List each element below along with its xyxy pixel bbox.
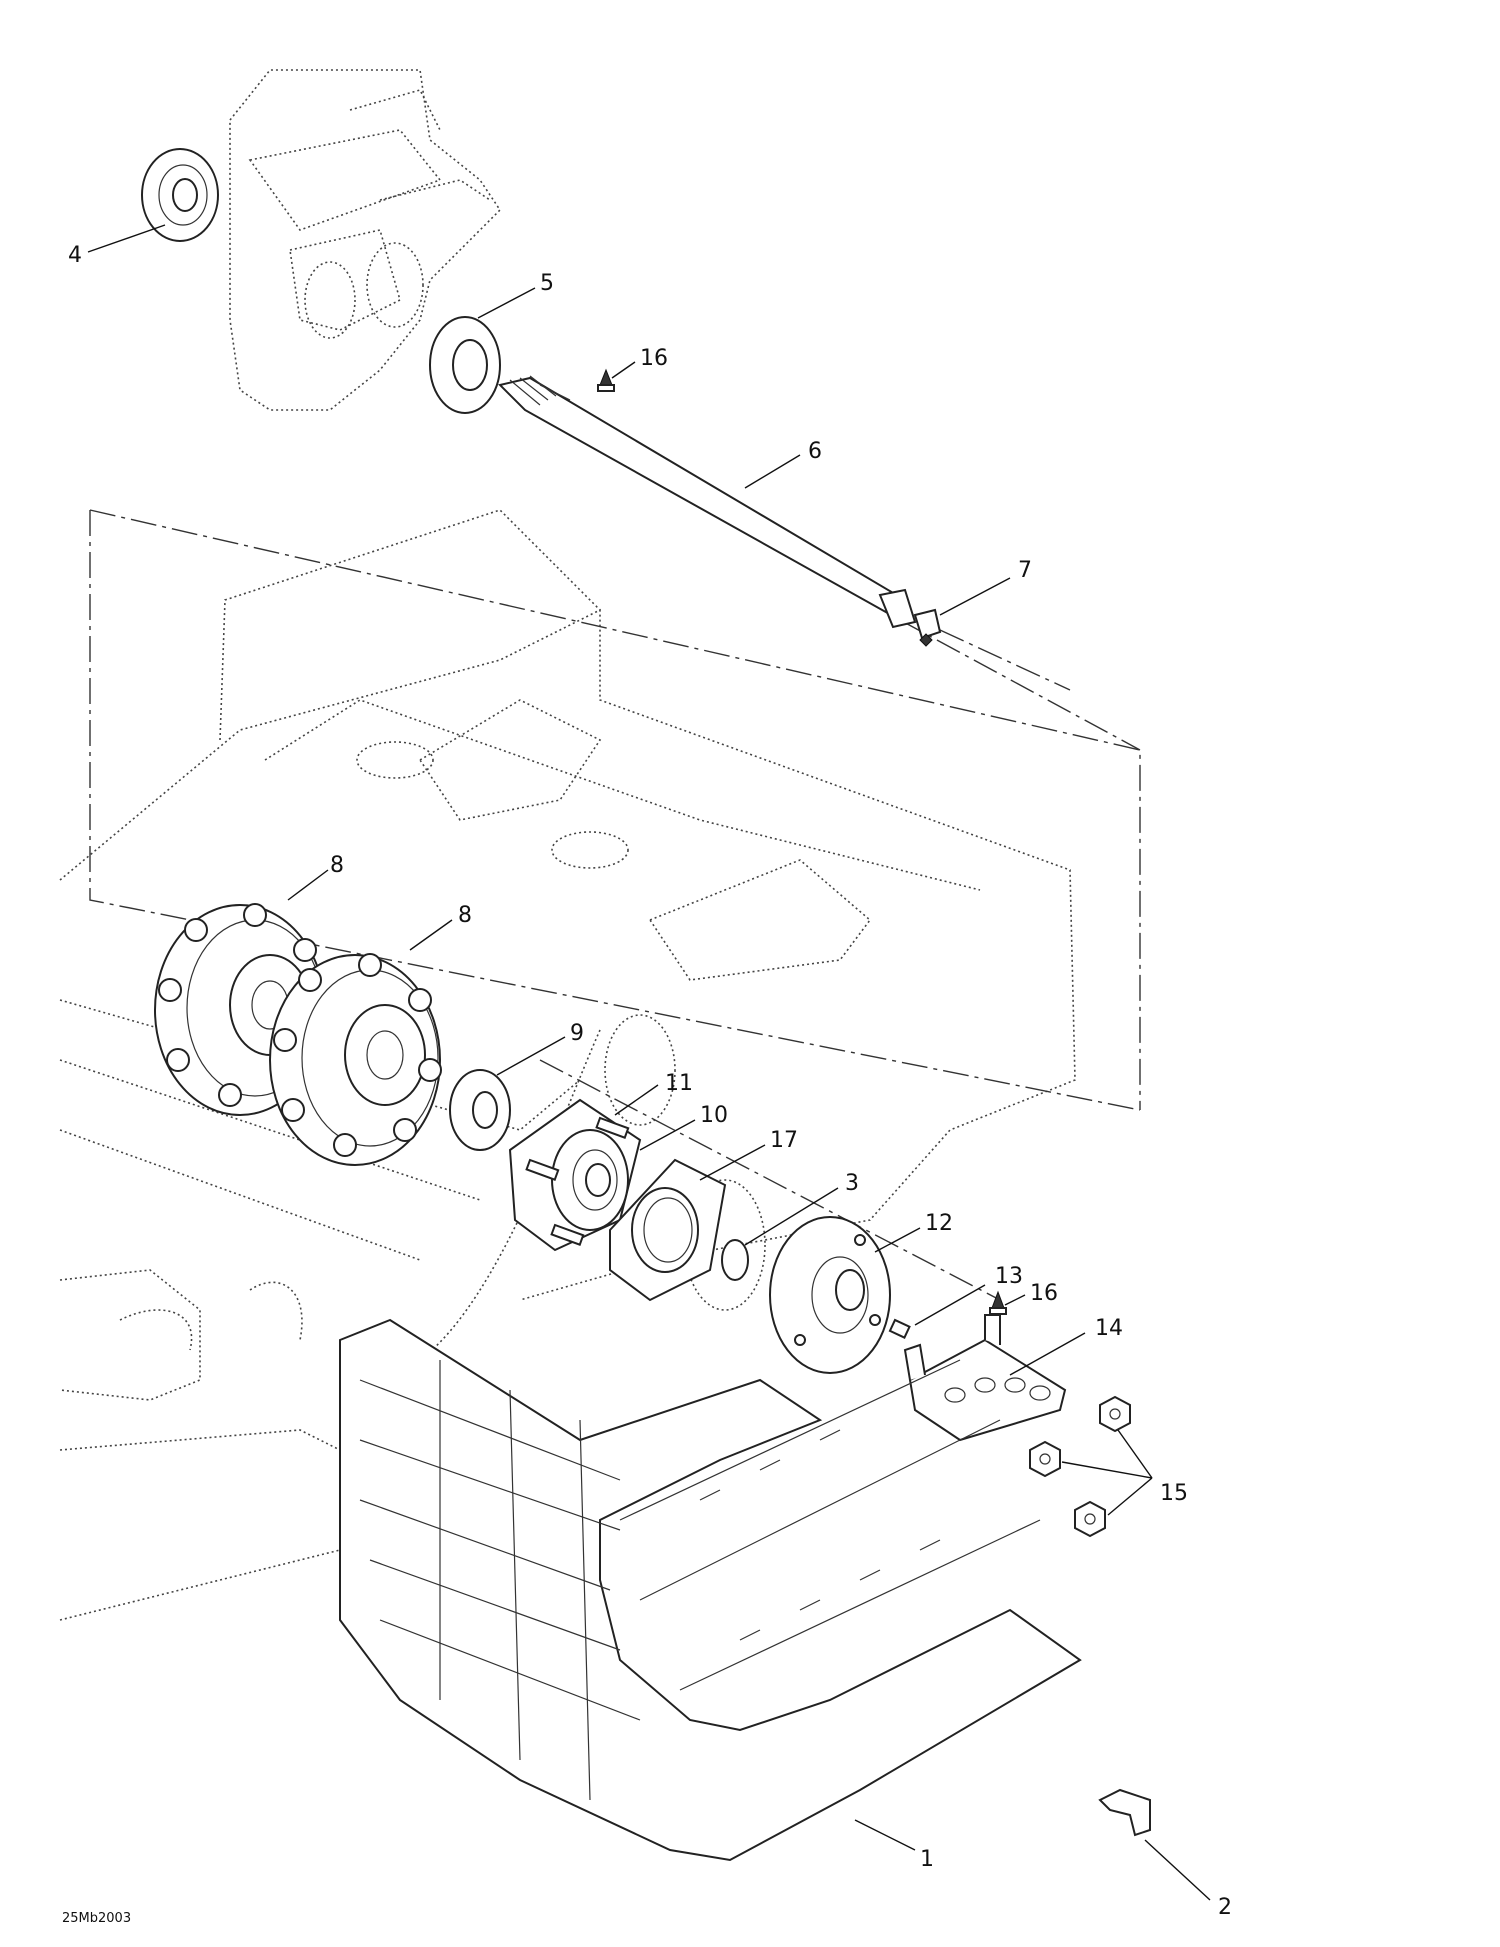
callout-labels: 4 5 16 6 7 8 8 9 11 10 17 3 12 13 16 14 …	[68, 243, 1232, 1920]
callout-14: 14	[1095, 1316, 1123, 1341]
callout-16-lower: 16	[1030, 1281, 1058, 1306]
callout-17: 17	[770, 1128, 798, 1153]
chaincase-housing	[229, 69, 502, 411]
callout-5: 5	[540, 271, 554, 296]
callout-3: 3	[845, 1171, 859, 1196]
callout-11: 11	[665, 1071, 693, 1096]
sprocket-part-8-right	[269, 953, 442, 1166]
circlip-part-3	[721, 1239, 749, 1281]
callout-12: 12	[925, 1211, 953, 1236]
spacer-part-9	[449, 1069, 511, 1151]
hub-cap-part-12	[769, 1216, 891, 1374]
callout-16-top: 16	[640, 346, 668, 371]
callout-9: 9	[570, 1021, 584, 1046]
callout-15: 15	[1160, 1481, 1188, 1506]
track-part-1	[339, 1318, 1082, 1862]
axle-end-part-7	[913, 608, 942, 647]
drawing-reference-code: 25Mb2003	[62, 1911, 131, 1926]
callout-8-left: 8	[330, 853, 344, 878]
callout-1: 1	[920, 1847, 934, 1872]
grease-fitting-part-16-lower	[989, 1290, 1007, 1315]
bearing-part-4	[141, 148, 219, 242]
callout-10: 10	[700, 1103, 728, 1128]
callout-4: 4	[68, 243, 82, 268]
callout-2: 2	[1218, 1895, 1232, 1920]
seal-part-5	[429, 316, 501, 414]
callout-7: 7	[1018, 558, 1032, 583]
callout-13: 13	[995, 1264, 1023, 1289]
drive-axle-part-6	[498, 375, 917, 629]
flange-plate-part-17	[609, 1158, 727, 1302]
bearing-flange-part-10	[508, 1098, 642, 1252]
studs-part-11	[525, 1116, 630, 1246]
callout-6: 6	[808, 439, 822, 464]
callout-8-right: 8	[458, 903, 472, 928]
bracket-part-14	[903, 1314, 1067, 1442]
leader-lines	[87, 224, 1211, 1901]
grease-fitting-part-16-top	[597, 368, 615, 392]
assembly-envelope-dashed	[89, 509, 1141, 1301]
nipple-part-13	[888, 1318, 911, 1339]
nuts-part-15	[1029, 1395, 1131, 1538]
clip-part-2	[1098, 1788, 1151, 1837]
